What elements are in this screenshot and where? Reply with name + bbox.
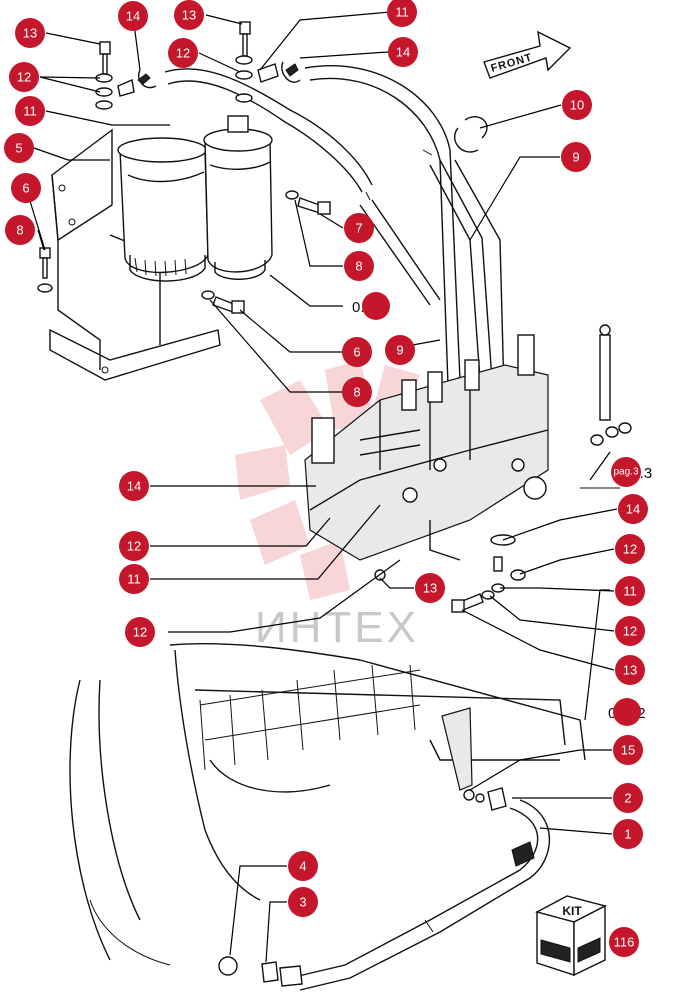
tractor-body (69, 643, 586, 966)
svg-text:14: 14 (126, 9, 140, 24)
svg-text:6: 6 (353, 345, 360, 360)
svg-text:8: 8 (16, 223, 23, 238)
svg-text:11: 11 (623, 584, 637, 599)
callout-0042-marker (613, 698, 641, 726)
callout-3: 3 (288, 887, 318, 917)
fuel-filter-right (203, 115, 273, 280)
callout-9: 9 (561, 142, 591, 172)
callout-6: 6 (11, 173, 41, 203)
svg-text:11: 11 (395, 5, 409, 20)
callout-14: 14 (118, 1, 148, 31)
callout-2: 2 (613, 783, 643, 813)
svg-text:8: 8 (355, 259, 362, 274)
fuel-filter-left (117, 137, 209, 282)
svg-text:13: 13 (623, 663, 637, 678)
svg-text:14: 14 (626, 502, 640, 517)
front-arrow: FRONT (483, 30, 572, 79)
callout-0200-marker (362, 292, 390, 320)
callout-13: 13 (174, 0, 204, 30)
callout-15: 15 (613, 735, 643, 765)
callout-7: 7 (344, 213, 374, 243)
svg-text:14: 14 (127, 479, 141, 494)
svg-text:2: 2 (624, 791, 631, 806)
callout-9: 9 (385, 335, 415, 365)
svg-text:14: 14 (396, 45, 410, 60)
lower-bracket (441, 707, 507, 811)
lower-hose (218, 799, 551, 991)
callout-11: 11 (387, 0, 417, 27)
svg-text:15: 15 (621, 743, 635, 758)
svg-text:9: 9 (396, 343, 403, 358)
svg-text:11: 11 (23, 104, 37, 119)
svg-text:5: 5 (15, 141, 22, 156)
callout-13: 13 (15, 18, 45, 48)
callout-14: 14 (388, 37, 418, 67)
callout-14: 14 (618, 494, 648, 524)
callout-13: 13 (615, 655, 645, 685)
svg-text:12: 12 (623, 542, 637, 557)
callout-8: 8 (344, 251, 374, 281)
hose-long (304, 65, 461, 386)
svg-text:116: 116 (614, 935, 635, 950)
callout-11: 11 (119, 564, 149, 594)
callout-12: 12 (615, 534, 645, 564)
svg-text:13: 13 (182, 8, 196, 23)
bolt-7 (285, 190, 331, 215)
callout-14: 14 (119, 471, 149, 501)
svg-text:12: 12 (176, 46, 190, 61)
callout-12: 12 (168, 38, 198, 68)
callout-116: 116 (609, 927, 639, 957)
svg-text:10: 10 (570, 98, 584, 113)
callout-8: 8 (342, 377, 372, 407)
hose-upper (164, 68, 441, 306)
svg-text:12: 12 (133, 625, 147, 640)
valve-block (304, 334, 549, 581)
lower-fittings (451, 534, 526, 613)
callout-12: 12 (9, 62, 39, 92)
svg-text:12: 12 (17, 70, 31, 85)
callout-pag3-marker: pag.3 (611, 457, 641, 487)
callout-1: 1 (613, 819, 643, 849)
kit-box: KIT (535, 895, 607, 977)
left-fittings (95, 41, 135, 110)
leader-lines (25, 11, 618, 963)
watermark-text: ИНТЕХ (255, 603, 419, 652)
bolt-6 (201, 290, 245, 314)
svg-text:6: 6 (22, 181, 29, 196)
upper-fittings (235, 21, 279, 103)
clamp-10 (453, 116, 488, 153)
svg-text:1: 1 (624, 827, 631, 842)
callouts: 13 14 13 11 12 14 12 11 5 6 8 10 9 7 8 6… (4, 0, 648, 957)
callout-8: 8 (5, 215, 35, 245)
svg-text:12: 12 (127, 539, 141, 554)
clamp-upper-right (281, 61, 301, 83)
svg-text:7: 7 (355, 221, 362, 236)
bolt-8-left (37, 247, 53, 293)
svg-text:8: 8 (353, 385, 360, 400)
right-fitting (590, 324, 632, 446)
svg-text:11: 11 (127, 572, 141, 587)
callout-11: 11 (15, 96, 45, 126)
callout-12: 12 (125, 617, 155, 647)
callout-5: 5 (4, 133, 34, 163)
svg-text:3: 3 (299, 895, 306, 910)
callout-12: 12 (119, 531, 149, 561)
svg-text:9: 9 (572, 150, 579, 165)
callout-4: 4 (288, 851, 318, 881)
callout-12: 12 (615, 616, 645, 646)
callout-10: 10 (562, 90, 592, 120)
svg-text:13: 13 (23, 26, 37, 41)
svg-text:4: 4 (299, 859, 306, 874)
callout-11: 11 (615, 576, 645, 606)
svg-text:13: 13 (423, 581, 437, 596)
svg-text:12: 12 (623, 624, 637, 639)
callout-13: 13 (415, 573, 445, 603)
clamp-left (137, 69, 157, 89)
kit-label: KIT (562, 904, 582, 918)
callout-6: 6 (342, 337, 372, 367)
svg-text:pag.3: pag.3 (613, 467, 638, 478)
